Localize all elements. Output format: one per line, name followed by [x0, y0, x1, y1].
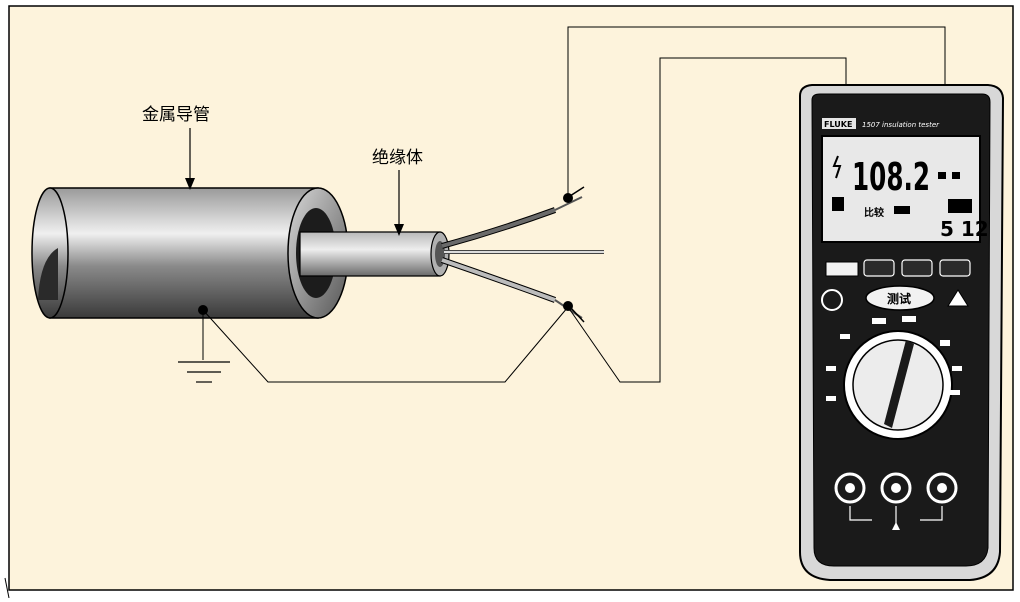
lcd-bar-indicator [894, 206, 910, 214]
meter-button-1[interactable] [825, 261, 859, 277]
test-button[interactable] [865, 285, 935, 311]
meter-button-2[interactable] [863, 259, 895, 277]
hazard-bolt-icon [832, 155, 842, 179]
label-insulator: 绝缘体 [372, 148, 423, 168]
lcd-indicator-2 [952, 172, 960, 179]
lead-wire-b [567, 57, 847, 383]
lcd-left-indicator [832, 197, 844, 211]
insulator-arrow [394, 170, 404, 236]
clip-top [563, 186, 585, 203]
conduit-contact-point [198, 305, 208, 315]
jack-warning-mark [892, 522, 900, 530]
lcd-indicator-1 [938, 172, 946, 179]
ground-symbol [178, 361, 230, 383]
reading-main: 108.2 [852, 155, 930, 199]
power-button[interactable] [821, 289, 843, 311]
mode-text: 比较 [864, 206, 884, 219]
conduit-arrow [185, 128, 195, 190]
insulator [299, 231, 450, 277]
lead-wire-a [567, 26, 946, 197]
brand-badge [822, 118, 856, 129]
warning-icon [947, 289, 969, 307]
label-metal-conduit: 金属导管 [142, 105, 210, 125]
corner-mark [4, 577, 10, 599]
reading-sub: 5 12 [940, 217, 989, 241]
brand-label: FLUKE [824, 120, 852, 129]
dial-marks [826, 316, 962, 401]
insulation-tester: FLUKE 1507 insulation tester 108.2 比较 5 … [799, 84, 1005, 581]
connection-lines [202, 26, 946, 383]
test-button-label: 测试 [887, 291, 911, 306]
lcd-range-badge [948, 199, 972, 213]
meter-button-3[interactable] [901, 259, 933, 277]
lcd-screen [821, 135, 981, 243]
clip-bottom [563, 301, 585, 323]
ground-link-wire [202, 306, 569, 383]
wires [441, 196, 604, 319]
rotary-dial-pointer [884, 340, 914, 428]
meter-button-4[interactable] [939, 259, 971, 277]
model-label: 1507 insulation tester [862, 121, 940, 129]
